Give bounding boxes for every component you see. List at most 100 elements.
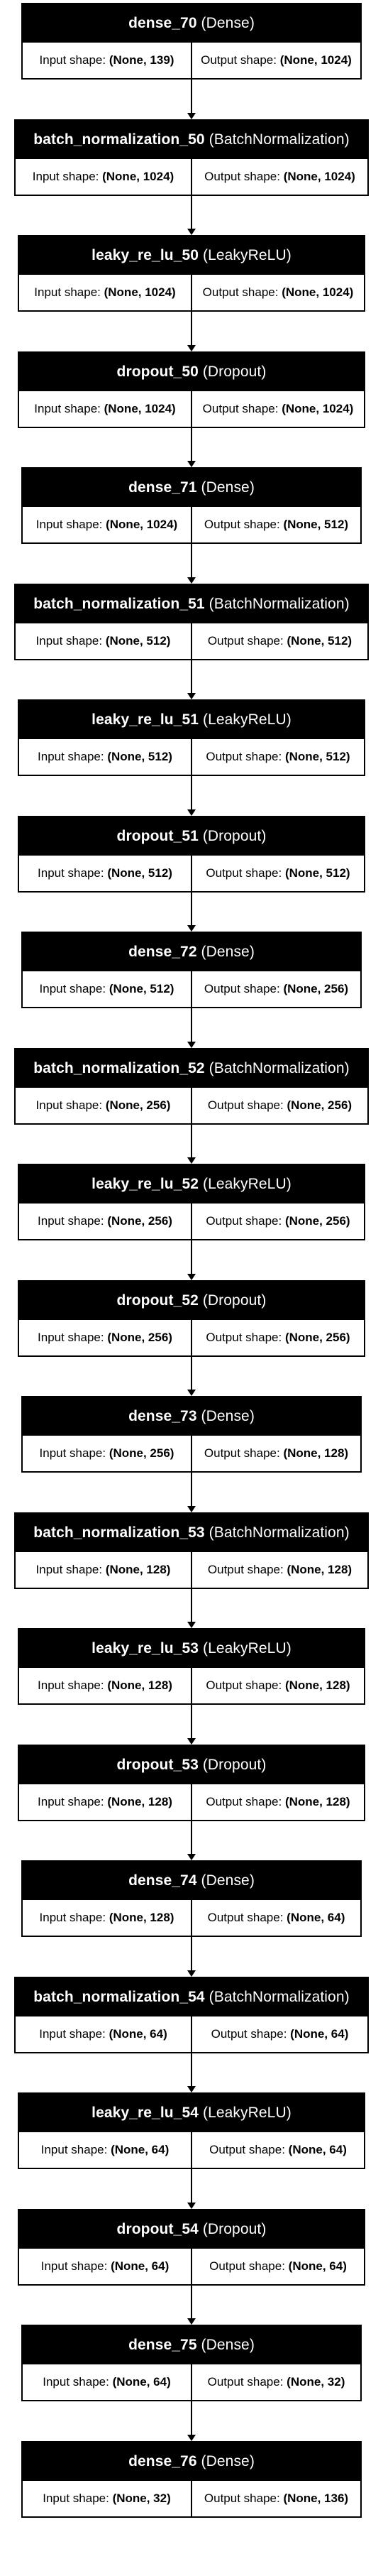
layer-shapes: Input shape: (None, 128)Output shape: (N… bbox=[16, 1551, 367, 1588]
output-shape-label: Output shape: bbox=[204, 2491, 280, 2505]
connector-line bbox=[191, 1473, 192, 1506]
output-shape-cell: Output shape: (None, 512) bbox=[192, 507, 360, 542]
layer-type: Dense bbox=[206, 15, 250, 31]
output-shape-label: Output shape: bbox=[206, 1330, 282, 1344]
input-shape-value: (None, 512) bbox=[107, 750, 172, 763]
output-shape-cell: Output shape: (None, 128) bbox=[192, 1436, 360, 1471]
arrow-head-icon bbox=[187, 693, 196, 699]
layer-type: Dense bbox=[206, 1872, 250, 1889]
output-shape-value: (None, 64) bbox=[288, 2143, 347, 2156]
output-shape-cell: Output shape: (None, 1024) bbox=[192, 43, 360, 78]
output-shape-label: Output shape: bbox=[209, 2259, 285, 2273]
layer-type-open: ( bbox=[198, 2220, 208, 2237]
connector-line bbox=[191, 544, 192, 577]
output-shape-label: Output shape: bbox=[207, 633, 284, 648]
connector-line bbox=[191, 2401, 192, 2435]
layer-header: batch_normalization_53 (BatchNormalizati… bbox=[16, 1514, 367, 1552]
layer-name: leaky_re_lu_54 bbox=[91, 2105, 199, 2121]
layer-name: leaky_re_lu_53 bbox=[91, 1640, 199, 1657]
layer-header: leaky_re_lu_51 (LeakyReLU) bbox=[19, 701, 364, 739]
layer-type: BatchNormalization bbox=[213, 595, 345, 612]
output-shape-cell: Output shape: (None, 64) bbox=[192, 1900, 360, 1936]
layer-shapes: Input shape: (None, 512)Output shape: (N… bbox=[19, 855, 364, 891]
connector-line bbox=[191, 776, 192, 809]
layer-node: batch_normalization_51 (BatchNormalizati… bbox=[14, 583, 369, 660]
layer-node: dropout_53 (Dropout)Input shape: (None, … bbox=[18, 1744, 365, 1821]
input-shape-label: Input shape: bbox=[39, 53, 106, 67]
layer-name: leaky_re_lu_50 bbox=[91, 247, 199, 263]
output-shape-label: Output shape: bbox=[204, 1446, 280, 1460]
layer-type-close: ) bbox=[344, 1988, 350, 2005]
layer-header: dense_73 (Dense) bbox=[23, 1397, 360, 1436]
layer-type: LeakyReLU bbox=[208, 1640, 287, 1657]
layer-name: dropout_50 bbox=[116, 363, 199, 380]
layer-header: dense_72 (Dense) bbox=[23, 933, 360, 971]
input-shape-label: Input shape: bbox=[43, 2491, 109, 2505]
input-shape-value: (None, 128) bbox=[109, 1911, 174, 1924]
output-shape-value: (None, 512) bbox=[284, 750, 350, 763]
layer-shapes: Input shape: (None, 1024)Output shape: (… bbox=[19, 275, 364, 310]
layer-type-open: ( bbox=[198, 827, 208, 844]
input-shape-cell: Input shape: (None, 512) bbox=[19, 739, 191, 775]
layer-name: dropout_51 bbox=[116, 827, 199, 844]
connector-line bbox=[191, 1008, 192, 1042]
layer-header: leaky_re_lu_54 (LeakyReLU) bbox=[19, 2094, 364, 2132]
layer-name: leaky_re_lu_52 bbox=[91, 1176, 199, 1192]
input-shape-cell: Input shape: (None, 256) bbox=[23, 1436, 191, 1471]
layer-node: leaky_re_lu_50 (LeakyReLU)Input shape: (… bbox=[18, 235, 365, 312]
layer-type: BatchNormalization bbox=[213, 1988, 345, 2005]
input-shape-cell: Input shape: (None, 512) bbox=[16, 623, 191, 659]
layer-type: LeakyReLU bbox=[208, 247, 287, 263]
output-shape-value: (None, 256) bbox=[284, 1330, 350, 1344]
output-shape-value: (None, 128) bbox=[284, 1679, 350, 1692]
layer-shapes: Input shape: (None, 139)Output shape: (N… bbox=[23, 43, 360, 78]
input-shape-value: (None, 64) bbox=[111, 2143, 170, 2156]
arrow-head-icon bbox=[187, 1505, 196, 1512]
layer-type-close: ) bbox=[249, 1872, 255, 1889]
input-shape-label: Input shape: bbox=[38, 1679, 104, 1692]
output-shape-value: (None, 256) bbox=[287, 1098, 353, 1112]
output-shape-cell: Output shape: (None, 136) bbox=[192, 2480, 360, 2516]
layer-type: Dense bbox=[206, 2452, 250, 2469]
input-shape-label: Input shape: bbox=[34, 285, 101, 299]
layer-shapes: Input shape: (None, 128)Output shape: (N… bbox=[19, 1784, 364, 1820]
layer-header: dropout_50 (Dropout) bbox=[19, 353, 364, 391]
arrow-head-icon bbox=[187, 1390, 196, 1396]
input-shape-value: (None, 32) bbox=[112, 2491, 171, 2505]
output-shape-label: Output shape: bbox=[207, 1911, 284, 1924]
input-shape-value: (None, 128) bbox=[107, 1794, 172, 1808]
input-shape-value: (None, 64) bbox=[112, 2375, 171, 2389]
output-shape-value: (None, 136) bbox=[283, 2491, 349, 2505]
layer-type-close: ) bbox=[261, 1756, 267, 1773]
input-shape-label: Input shape: bbox=[40, 2259, 108, 2273]
connector-line bbox=[191, 1705, 192, 1738]
layer-name: batch_normalization_52 bbox=[33, 1059, 205, 1076]
output-shape-cell: Output shape: (None, 64) bbox=[192, 2248, 364, 2284]
layer-type-open: ( bbox=[199, 1176, 209, 1192]
arrow-head-icon bbox=[187, 1737, 196, 1745]
layer-type-close: ) bbox=[249, 2337, 255, 2353]
layer-node: dense_75 (Dense)Input shape: (None, 64)O… bbox=[21, 2325, 362, 2401]
layer-type-open: ( bbox=[204, 1524, 214, 1541]
layer-shapes: Input shape: (None, 256)Output shape: (N… bbox=[19, 1319, 364, 1355]
input-shape-label: Input shape: bbox=[39, 1911, 106, 1924]
input-shape-cell: Input shape: (None, 32) bbox=[23, 2480, 191, 2516]
layer-shapes: Input shape: (None, 1024)Output shape: (… bbox=[16, 158, 367, 195]
output-shape-value: (None, 1024) bbox=[282, 401, 354, 415]
layer-name: leaky_re_lu_51 bbox=[91, 711, 199, 728]
input-shape-value: (None, 139) bbox=[109, 53, 174, 67]
output-shape-cell: Output shape: (None, 128) bbox=[192, 1551, 367, 1588]
connector-line bbox=[191, 427, 192, 461]
input-shape-value: (None, 1024) bbox=[106, 518, 178, 531]
input-shape-cell: Input shape: (None, 139) bbox=[23, 43, 191, 78]
input-shape-value: (None, 1024) bbox=[102, 169, 174, 183]
input-shape-label: Input shape: bbox=[38, 1794, 104, 1808]
output-shape-label: Output shape: bbox=[201, 53, 277, 67]
layer-name: dropout_53 bbox=[116, 1756, 199, 1773]
layer-type-close: ) bbox=[249, 1408, 255, 1424]
layer-header: leaky_re_lu_50 (LeakyReLU) bbox=[19, 236, 364, 275]
layer-shapes: Input shape: (None, 128) Output shape: (N… bbox=[23, 1900, 360, 1936]
arrow-head-icon bbox=[187, 1273, 196, 1280]
layer-header: dense_74 (Dense) bbox=[23, 1862, 360, 1900]
arrow-head-icon bbox=[187, 1854, 196, 1860]
